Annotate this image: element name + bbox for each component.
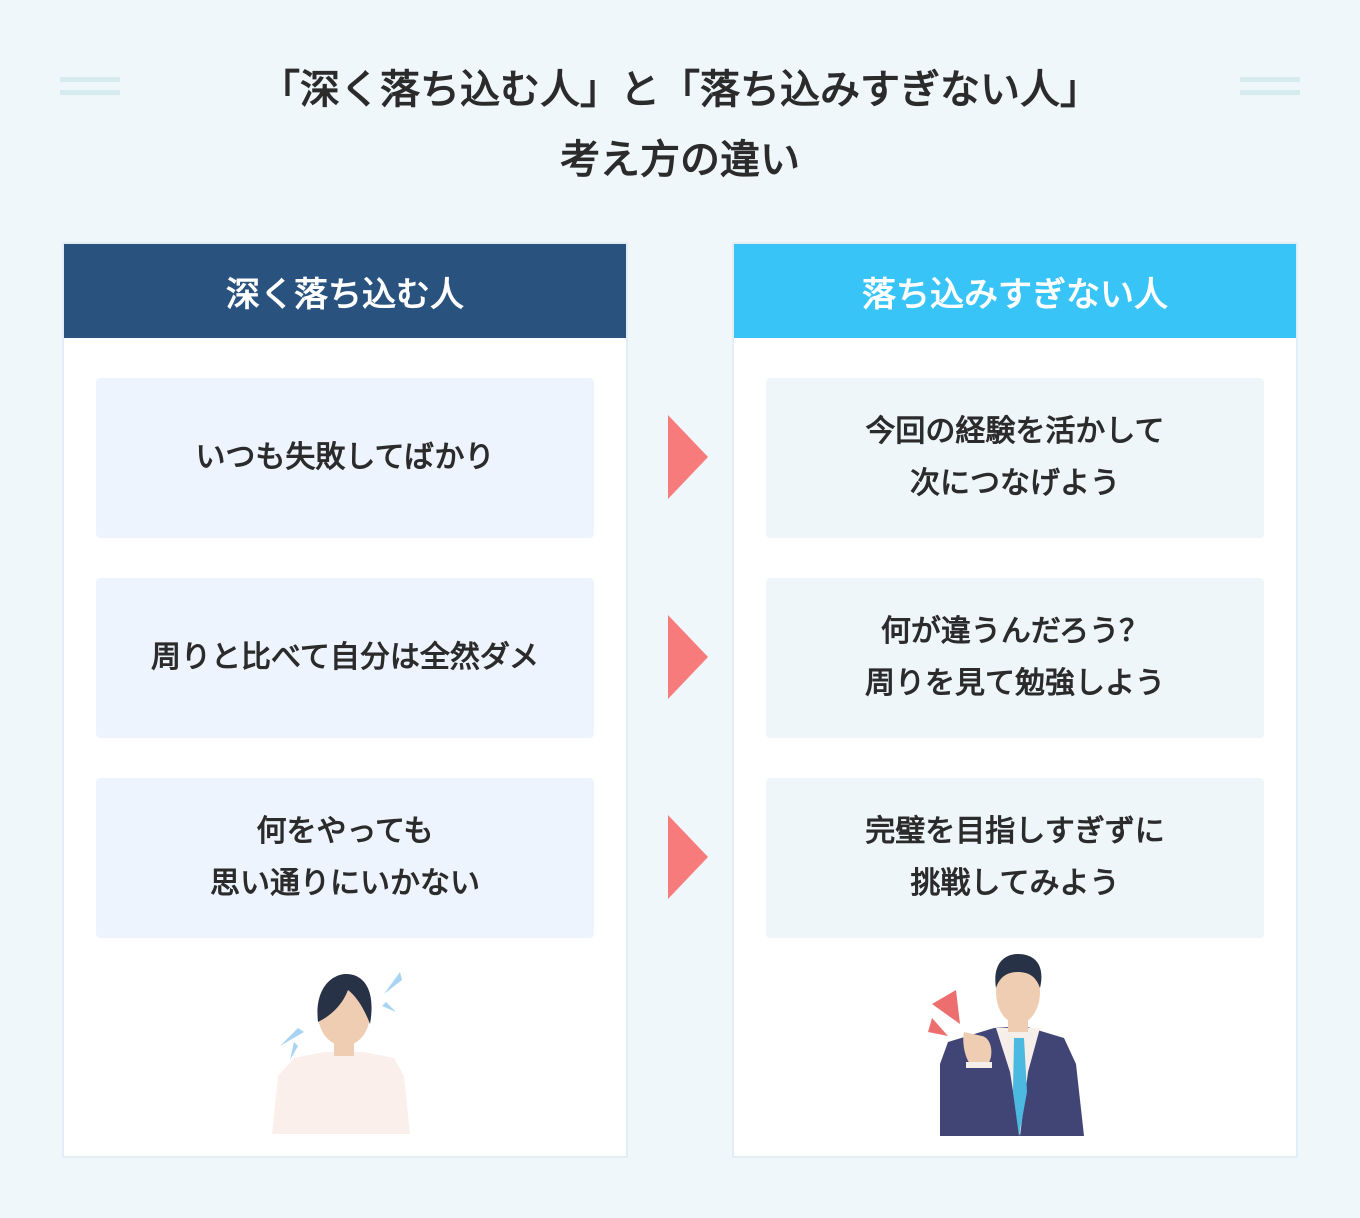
item-text: 挑戦してみよう <box>910 866 1120 901</box>
item-text: いつも失敗してばかり <box>195 440 495 475</box>
title-decoration-right <box>1240 77 1300 95</box>
left-item-3: 何をやっても 思い通りにいかない <box>96 778 594 938</box>
arrow-icon-2 <box>668 615 708 699</box>
item-text: 思い通りにいかない <box>210 866 480 901</box>
item-text: 何が違うんだろう？ <box>880 614 1150 649</box>
title-line-1: 「深く落ち込む人」と「落ち込みすぎない人」 <box>260 67 1100 113</box>
item-text: 周りと比べて自分は全然ダメ <box>151 640 539 675</box>
page-title: 「深く落ち込む人」と「落ち込みすぎない人」 考え方の違い <box>0 55 1360 195</box>
left-item-1: いつも失敗してばかり <box>96 378 594 538</box>
left-panel-header: 深く落ち込む人 <box>64 244 626 338</box>
item-text: 次につなげよう <box>910 466 1120 501</box>
worried-person-icon <box>272 972 410 1134</box>
right-panel: 落ち込みすぎない人 今回の経験を活かして 次につなげよう 何が違うんだろう？ 周… <box>732 242 1298 1158</box>
item-text: 周りを見て勉強しよう <box>865 666 1165 701</box>
item-text: 今回の経験を活かして <box>865 414 1165 449</box>
title-line-2: 考え方の違い <box>560 137 800 183</box>
left-panel: 深く落ち込む人 いつも失敗してばかり 周りと比べて自分は全然ダメ 何をやっても … <box>62 242 628 1158</box>
confident-businessman-icon <box>928 954 1084 1136</box>
item-text: 何をやっても <box>256 814 434 849</box>
arrow-icon-1 <box>668 415 708 499</box>
right-item-2: 何が違うんだろう？ 周りを見て勉強しよう <box>766 578 1264 738</box>
arrow-icon-3 <box>668 815 708 899</box>
right-item-3: 完璧を目指しすぎずに 挑戦してみよう <box>766 778 1264 938</box>
left-item-2: 周りと比べて自分は全然ダメ <box>96 578 594 738</box>
item-text: 完璧を目指しすぎずに <box>865 814 1165 849</box>
right-item-1: 今回の経験を活かして 次につなげよう <box>766 378 1264 538</box>
right-panel-header: 落ち込みすぎない人 <box>734 244 1296 338</box>
title-decoration-left <box>60 77 120 95</box>
